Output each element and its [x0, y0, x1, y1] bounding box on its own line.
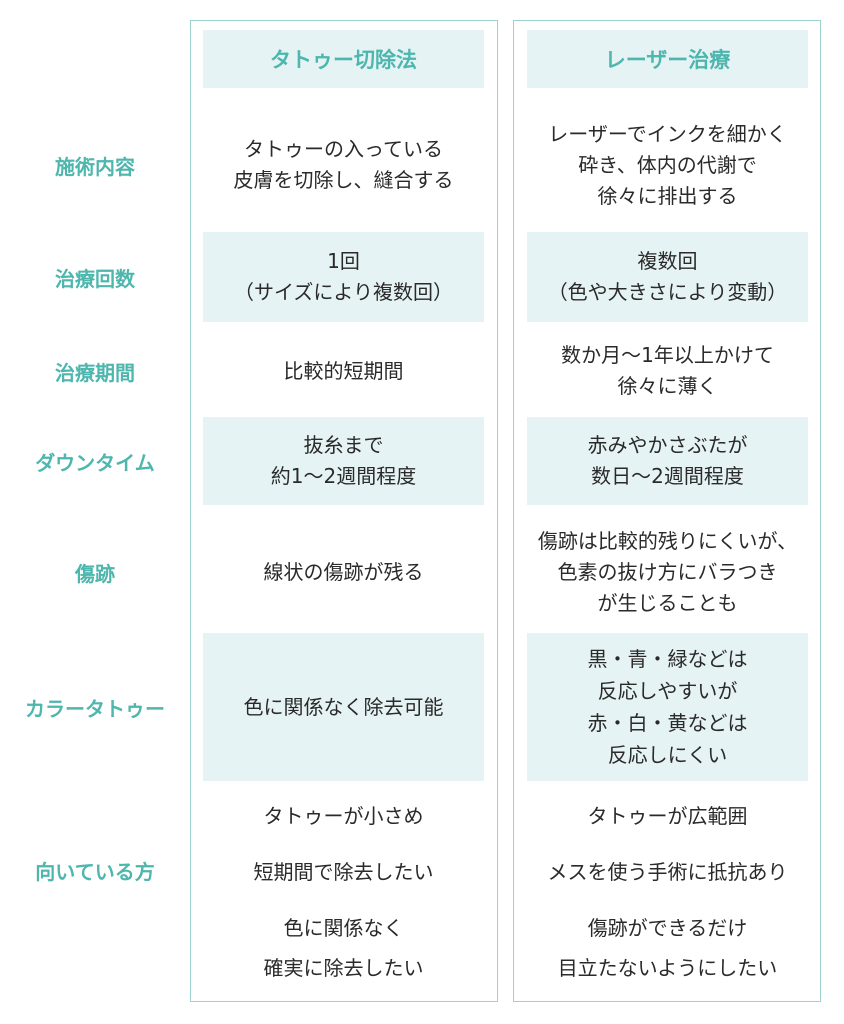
color-tattoo-excision-cell: 色に関係なく除去可能	[203, 633, 484, 781]
suited-for-laser-item: タトゥーが広範囲	[587, 804, 748, 828]
laser-column-frame	[513, 20, 821, 1002]
procedure-laser-line: 砕き、体内の代謝で	[578, 152, 757, 177]
sessions-excision-line: 1回	[327, 249, 360, 273]
period-laser-line: 数か月〜1年以上かけて	[561, 343, 774, 367]
suited-for-laser-cell: タトゥーが広範囲 メスを使う手術に抵抗あり 傷跡ができるだけ 目立たないようにし…	[527, 790, 808, 1000]
header-tattoo-excision: タトゥー切除法	[203, 30, 484, 88]
sessions-laser-line: 複数回	[637, 249, 698, 273]
row-label-scar: 傷跡	[75, 561, 115, 586]
row-label-sessions: 治療回数	[55, 266, 135, 291]
procedure-excision-line: 皮膚を切除し、縫合する	[233, 168, 454, 192]
color-tattoo-laser-line: 反応しにくい	[607, 743, 728, 767]
row-label-period: 治療期間	[55, 360, 135, 385]
color-tattoo-laser-line: 反応しやすいが	[597, 679, 738, 703]
color-tattoo-laser-cell: 黒・青・緑などは 反応しやすいが 赤・白・黄などは 反応しにくい	[527, 633, 808, 781]
procedure-laser-line: 徐々に排出する	[597, 183, 738, 208]
suited-for-laser-item: 目立たないようにしたい	[557, 956, 778, 980]
scar-laser-line: が生じることも	[597, 590, 738, 615]
scar-laser-line: 傷跡は比較的残りにくいが、	[537, 528, 798, 553]
procedure-laser-line: レーザーでインクを細かく	[548, 121, 787, 146]
suited-for-laser-item: メスを使う手術に抵抗あり	[547, 860, 788, 884]
scar-laser-line: 色素の抜け方にバラつき	[557, 559, 778, 584]
excision-column-frame	[190, 20, 498, 1002]
sessions-laser-line: （色や大きさにより変動）	[547, 280, 788, 304]
period-laser-line: 徐々に薄く	[617, 374, 718, 398]
suited-for-excision-item: タトゥーが小さめ	[263, 804, 424, 828]
period-excision-line: 比較的短期間	[283, 358, 404, 383]
row-label-color-tattoo: カラータトゥー	[25, 696, 165, 721]
suited-for-excision-item: 色に関係なく	[283, 916, 404, 940]
row-label-procedure: 施術内容	[55, 154, 135, 179]
downtime-excision-cell: 抜糸まで 約1〜2週間程度	[203, 417, 484, 505]
period-laser-cell: 数か月〜1年以上かけて 徐々に薄く	[527, 330, 808, 412]
scar-laser-cell: 傷跡は比較的残りにくいが、 色素の抜け方にバラつき が生じることも	[527, 516, 808, 628]
color-tattoo-excision-line: 色に関係なく除去可能	[243, 695, 444, 719]
header-laser: レーザー治療	[527, 30, 808, 88]
color-tattoo-laser-line: 黒・青・緑などは	[587, 647, 748, 671]
suited-for-laser-item: 傷跡ができるだけ	[587, 916, 748, 940]
downtime-laser-line: 赤みやかさぶたが	[587, 433, 748, 457]
color-tattoo-laser-line: 赤・白・黄などは	[587, 711, 748, 735]
suited-for-excision-item: 短期間で除去したい	[253, 860, 434, 884]
downtime-laser-line: 数日〜2週間程度	[591, 464, 744, 488]
scar-excision-cell: 線状の傷跡が残る	[203, 516, 484, 628]
sessions-laser-cell: 複数回 （色や大きさにより変動）	[527, 232, 808, 322]
procedure-laser-cell: レーザーでインクを細かく 砕き、体内の代謝で 徐々に排出する	[527, 110, 808, 220]
scar-excision-line: 線状の傷跡が残る	[263, 559, 424, 584]
row-label-suited-for: 向いている方	[35, 859, 155, 884]
suited-for-excision-item: 確実に除去したい	[263, 956, 424, 980]
row-label-downtime: ダウンタイム	[35, 450, 155, 475]
sessions-excision-line: （サイズにより複数回）	[234, 280, 453, 304]
procedure-excision-line: タトゥーの入っている	[244, 137, 443, 161]
period-excision-cell: 比較的短期間	[203, 330, 484, 412]
downtime-excision-line: 抜糸まで	[303, 433, 384, 457]
downtime-excision-line: 約1〜2週間程度	[270, 464, 417, 488]
sessions-excision-cell: 1回 （サイズにより複数回）	[203, 232, 484, 322]
procedure-excision-cell: タトゥーの入っている 皮膚を切除し、縫合する	[203, 110, 484, 220]
suited-for-excision-cell: タトゥーが小さめ 短期間で除去したい 色に関係なく 確実に除去したい	[203, 790, 484, 1000]
downtime-laser-cell: 赤みやかさぶたが 数日〜2週間程度	[527, 417, 808, 505]
